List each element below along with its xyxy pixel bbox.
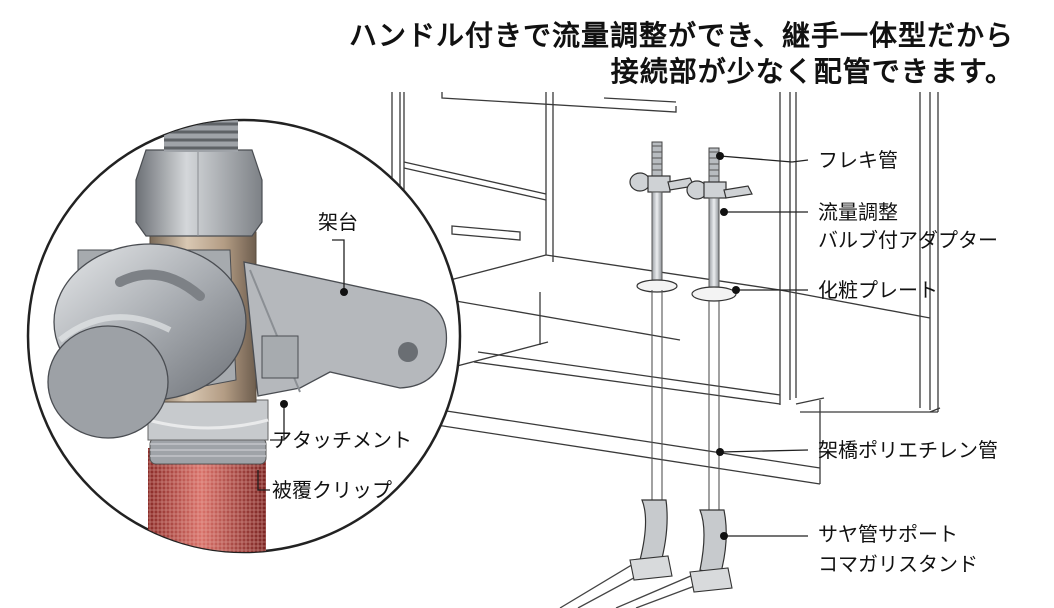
leader-dots (716, 152, 740, 540)
detail-leaders (257, 239, 345, 491)
leader-lines (719, 155, 809, 537)
pipe-assembly (559, 141, 753, 608)
cabinet-drawing (391, 92, 941, 485)
label-mount: 架台 (318, 210, 358, 234)
magnified-detail (47, 120, 448, 552)
label-attachment: アタッチメント (272, 428, 412, 452)
label-sleeve-support-line1: サヤ管サポート (818, 522, 958, 546)
label-valve-adapter-line1: 流量調整 (818, 200, 898, 224)
label-flexible-pipe: フレキ管 (818, 148, 898, 172)
label-cover-clip: 被覆クリップ (272, 478, 392, 502)
label-sleeve-support-line2: コマガリスタンド (818, 552, 978, 576)
label-cosmetic-plate: 化粧プレート (818, 278, 938, 302)
label-pex-pipe: 架橋ポリエチレン管 (818, 438, 998, 462)
label-valve-adapter-line2: バルブ付アダプター (818, 228, 998, 252)
heading-line-2: 接続部が少なく配管できます。 (610, 55, 1014, 88)
heading-line-1: ハンドル付きで流量調整ができ、継手一体型だから (348, 19, 1014, 52)
